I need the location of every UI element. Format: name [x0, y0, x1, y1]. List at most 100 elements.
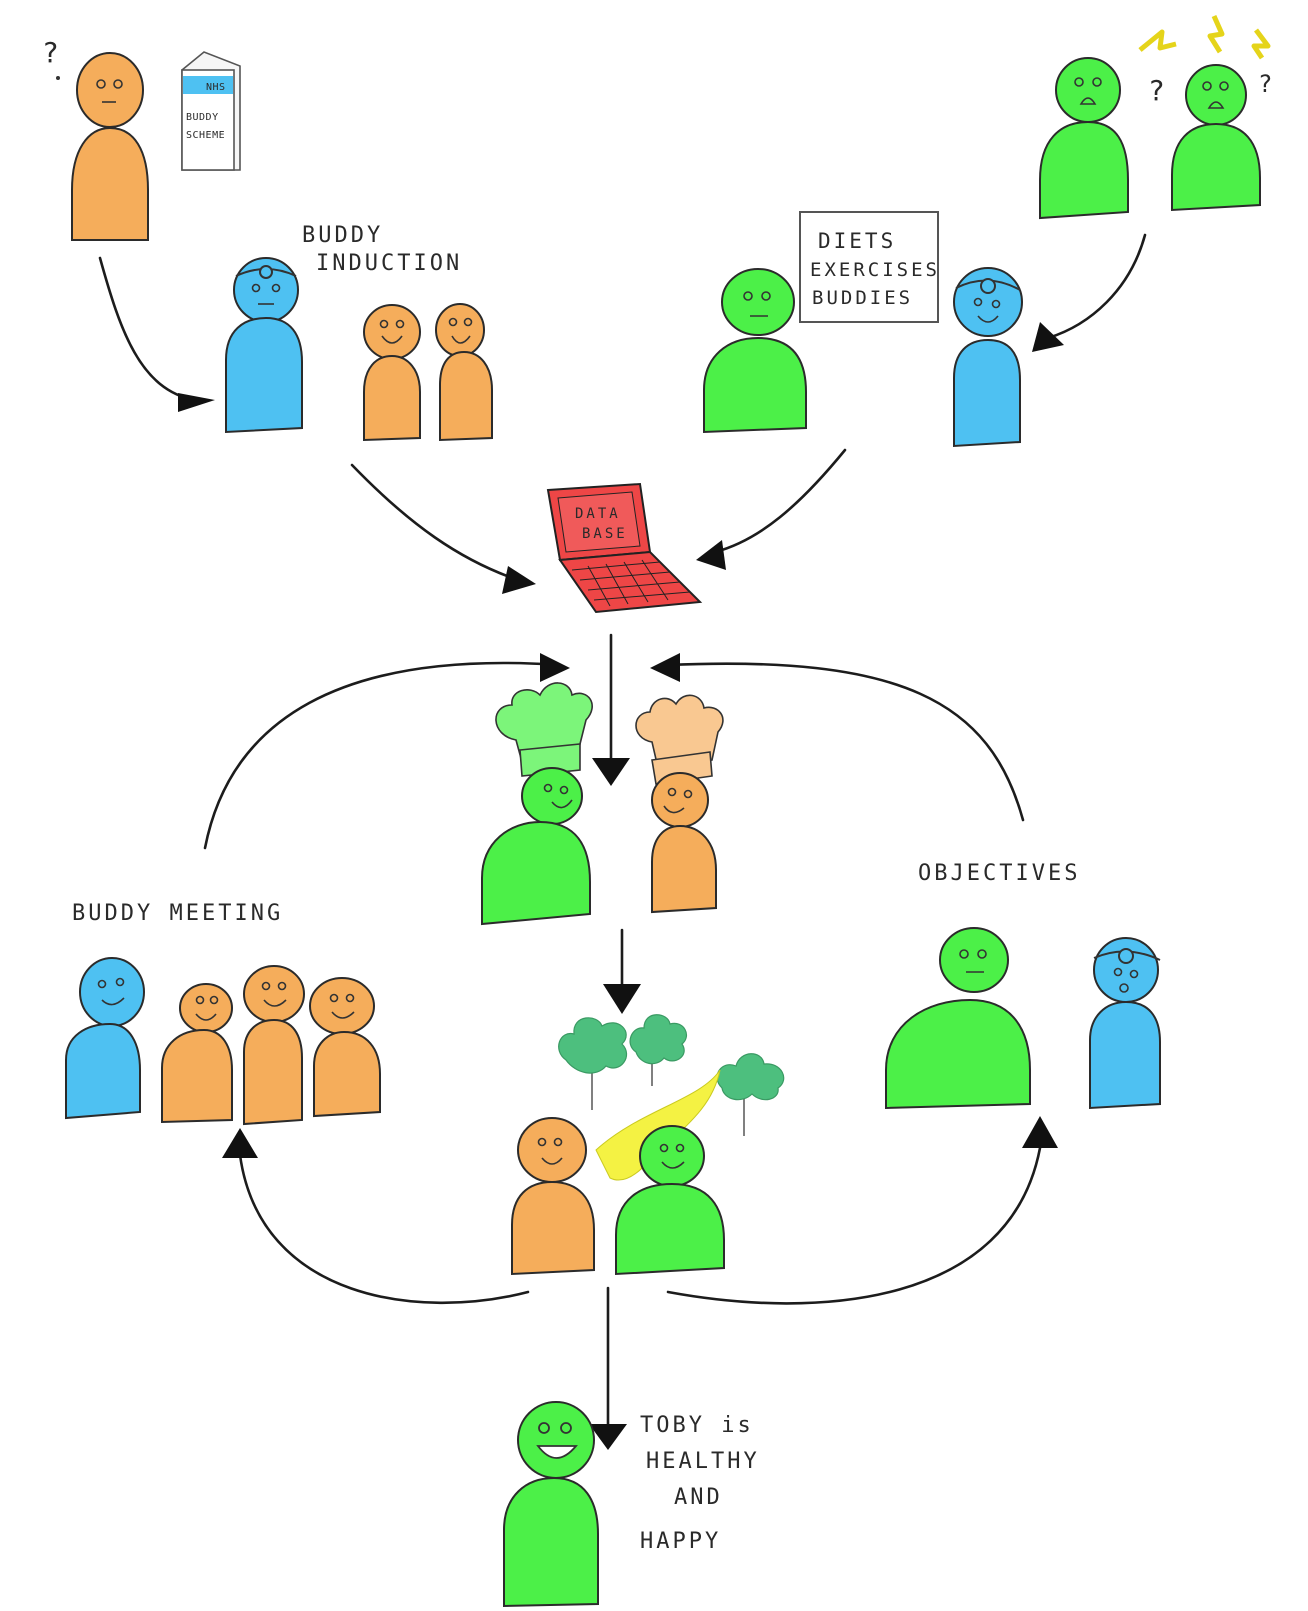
person-head: [639, 1125, 705, 1187]
chef-hat-icon: [635, 694, 724, 769]
sunny-path: [595, 1069, 721, 1181]
doctor-head: [1093, 937, 1159, 1003]
toby-healthy: TOBY is HEALTHY AND HAPPY: [503, 1401, 760, 1608]
eye: [277, 981, 287, 991]
chef-hat-band: [519, 743, 581, 777]
arrow-icon: [666, 1146, 1042, 1305]
keyboard-grid: [571, 559, 691, 607]
arrow-head: [603, 984, 641, 1014]
arrow-icon: [203, 661, 562, 850]
leaflet-line: SCHEME: [186, 130, 225, 141]
confused-orange-person: ?: [42, 36, 149, 241]
person-head: [309, 977, 375, 1035]
smile: [551, 799, 573, 809]
eye: [448, 317, 458, 327]
buddy-meeting-label: BUDDY MEETING: [72, 901, 283, 926]
eye: [761, 291, 771, 301]
eye: [959, 949, 969, 959]
eye: [379, 319, 389, 329]
eye: [113, 79, 123, 89]
person-body: [1171, 122, 1261, 212]
arrow-icon: [1046, 233, 1147, 340]
leaflet-icon: NHS BUDDY SCHEME: [181, 51, 241, 171]
mouth: [1119, 983, 1129, 993]
eye: [96, 79, 106, 89]
smile: [331, 1011, 355, 1019]
park-walk: [511, 1014, 785, 1276]
eye: [683, 789, 693, 799]
person-body: [615, 1182, 725, 1276]
doctor-body: [953, 338, 1021, 448]
tree-icon: [629, 1014, 687, 1086]
leaflet-banner: [183, 76, 233, 94]
arrows: [98, 233, 1147, 1450]
person-head: [517, 1117, 587, 1183]
smile: [661, 1161, 685, 1169]
doctor-body: [225, 316, 303, 434]
smile: [977, 315, 999, 323]
person-body: [71, 126, 149, 241]
arrow-head: [1022, 1116, 1058, 1148]
smile: [541, 1157, 563, 1165]
arrow-icon: [666, 662, 1025, 822]
smile: [195, 1013, 217, 1021]
eye: [97, 979, 107, 989]
doctor-head: [953, 267, 1023, 337]
outcome-label-line2: HEALTHY: [646, 1449, 760, 1474]
laptop-keyboard: [558, 550, 703, 614]
eye: [251, 283, 261, 293]
doctor-body: [65, 1022, 141, 1120]
leaflet-logo: NHS: [206, 82, 226, 93]
outcome-label-line4: HAPPY: [640, 1529, 721, 1554]
diet-advice: DIETS EXERCISES BUDDIES: [703, 211, 1023, 448]
database-label-line1: DATA: [575, 506, 621, 522]
eye: [659, 1143, 669, 1153]
smile: [663, 805, 685, 814]
arrow-head: [178, 393, 215, 412]
big-smile: [536, 1445, 578, 1459]
arrow-head: [696, 540, 726, 570]
eye: [463, 317, 473, 327]
tree-icon: [558, 1017, 628, 1110]
eye: [329, 993, 339, 1003]
eye: [1074, 77, 1084, 87]
arrow-icon: [350, 463, 520, 582]
person-head: [721, 268, 795, 336]
buddy-induction: BUDDY INDUCTION: [225, 223, 493, 442]
diets-board-line3: BUDDIES: [812, 287, 913, 309]
smile: [263, 999, 287, 1007]
eye: [1113, 967, 1123, 977]
person-body: [161, 1028, 233, 1124]
question-icon: ?: [1148, 74, 1168, 107]
eye: [537, 1137, 547, 1147]
arrow-icon: [238, 1153, 530, 1305]
diets-board-line2: EXERCISES: [810, 259, 940, 281]
outcome-label-line3: AND: [674, 1485, 723, 1510]
eye: [675, 1143, 685, 1153]
smile: [381, 335, 403, 344]
cooking-buddies: [481, 682, 724, 926]
person-body: [363, 354, 421, 442]
person-body: [511, 1180, 595, 1276]
database-label-line2: BASE: [582, 526, 628, 542]
smile: [101, 997, 125, 1006]
mouth: [1207, 101, 1225, 109]
person-body: [439, 350, 493, 442]
person-head: [521, 767, 583, 825]
arrow-head: [589, 1424, 627, 1450]
eye: [1092, 77, 1102, 87]
eye: [395, 319, 405, 329]
objectives-label: OBJECTIVES: [918, 861, 1080, 886]
eye: [559, 785, 569, 795]
eye: [1219, 81, 1229, 91]
eye: [271, 283, 281, 293]
laptop-icon: DATA BASE: [546, 482, 703, 614]
chef-hat-icon: [495, 682, 593, 763]
head-mirror-lens: [980, 278, 996, 294]
head-mirror-lens: [259, 265, 273, 279]
person-head: [363, 304, 421, 360]
mouth: [1079, 97, 1097, 105]
arrow-head: [502, 566, 536, 594]
worried-green-group: ? ?: [1039, 14, 1272, 220]
arrow-head: [540, 653, 570, 682]
